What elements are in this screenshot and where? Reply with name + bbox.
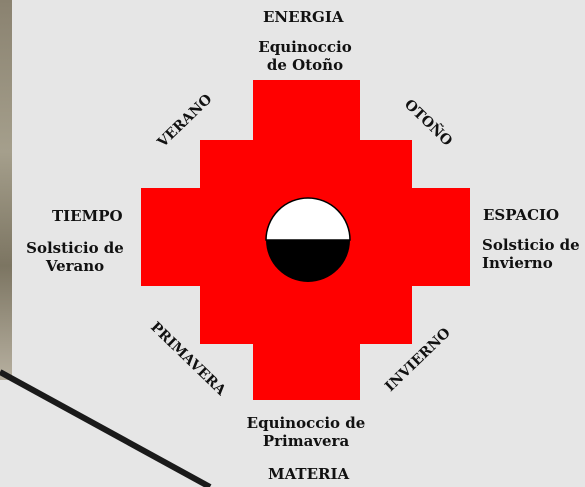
label-equinoccio-primavera: Equinoccio de Primavera — [236, 414, 376, 450]
circle-upper-half-white — [265, 197, 351, 241]
label-solsticio-invierno-line2: Invierno — [482, 254, 553, 272]
label-solsticio-verano-line1: Solsticio de — [26, 239, 124, 257]
label-equinoccio-otono: Equinoccio de Otoño — [245, 38, 365, 74]
label-tiempo: TIEMPO — [52, 207, 123, 225]
circle-lower-half-black — [266, 240, 350, 282]
label-solsticio-verano: Solsticio de Verano — [12, 239, 138, 275]
label-solsticio-verano-line2: Verano — [45, 257, 105, 275]
label-materia: MATERIA — [268, 465, 350, 483]
label-energia: ENERGIA — [263, 8, 344, 26]
label-equinoccio-primavera-line1: Equinoccio de — [246, 414, 366, 432]
label-equinoccio-primavera-line2: Primavera — [262, 432, 350, 450]
label-equinoccio-otono-line1: Equinoccio — [258, 38, 352, 56]
label-solsticio-invierno-line1: Solsticio de — [482, 236, 580, 254]
label-equinoccio-otono-line2: de Otoño — [266, 56, 344, 74]
label-solsticio-invierno: Solsticio de Invierno — [482, 236, 580, 272]
label-espacio: ESPACIO — [483, 206, 560, 224]
background-photo-strip — [0, 0, 12, 380]
